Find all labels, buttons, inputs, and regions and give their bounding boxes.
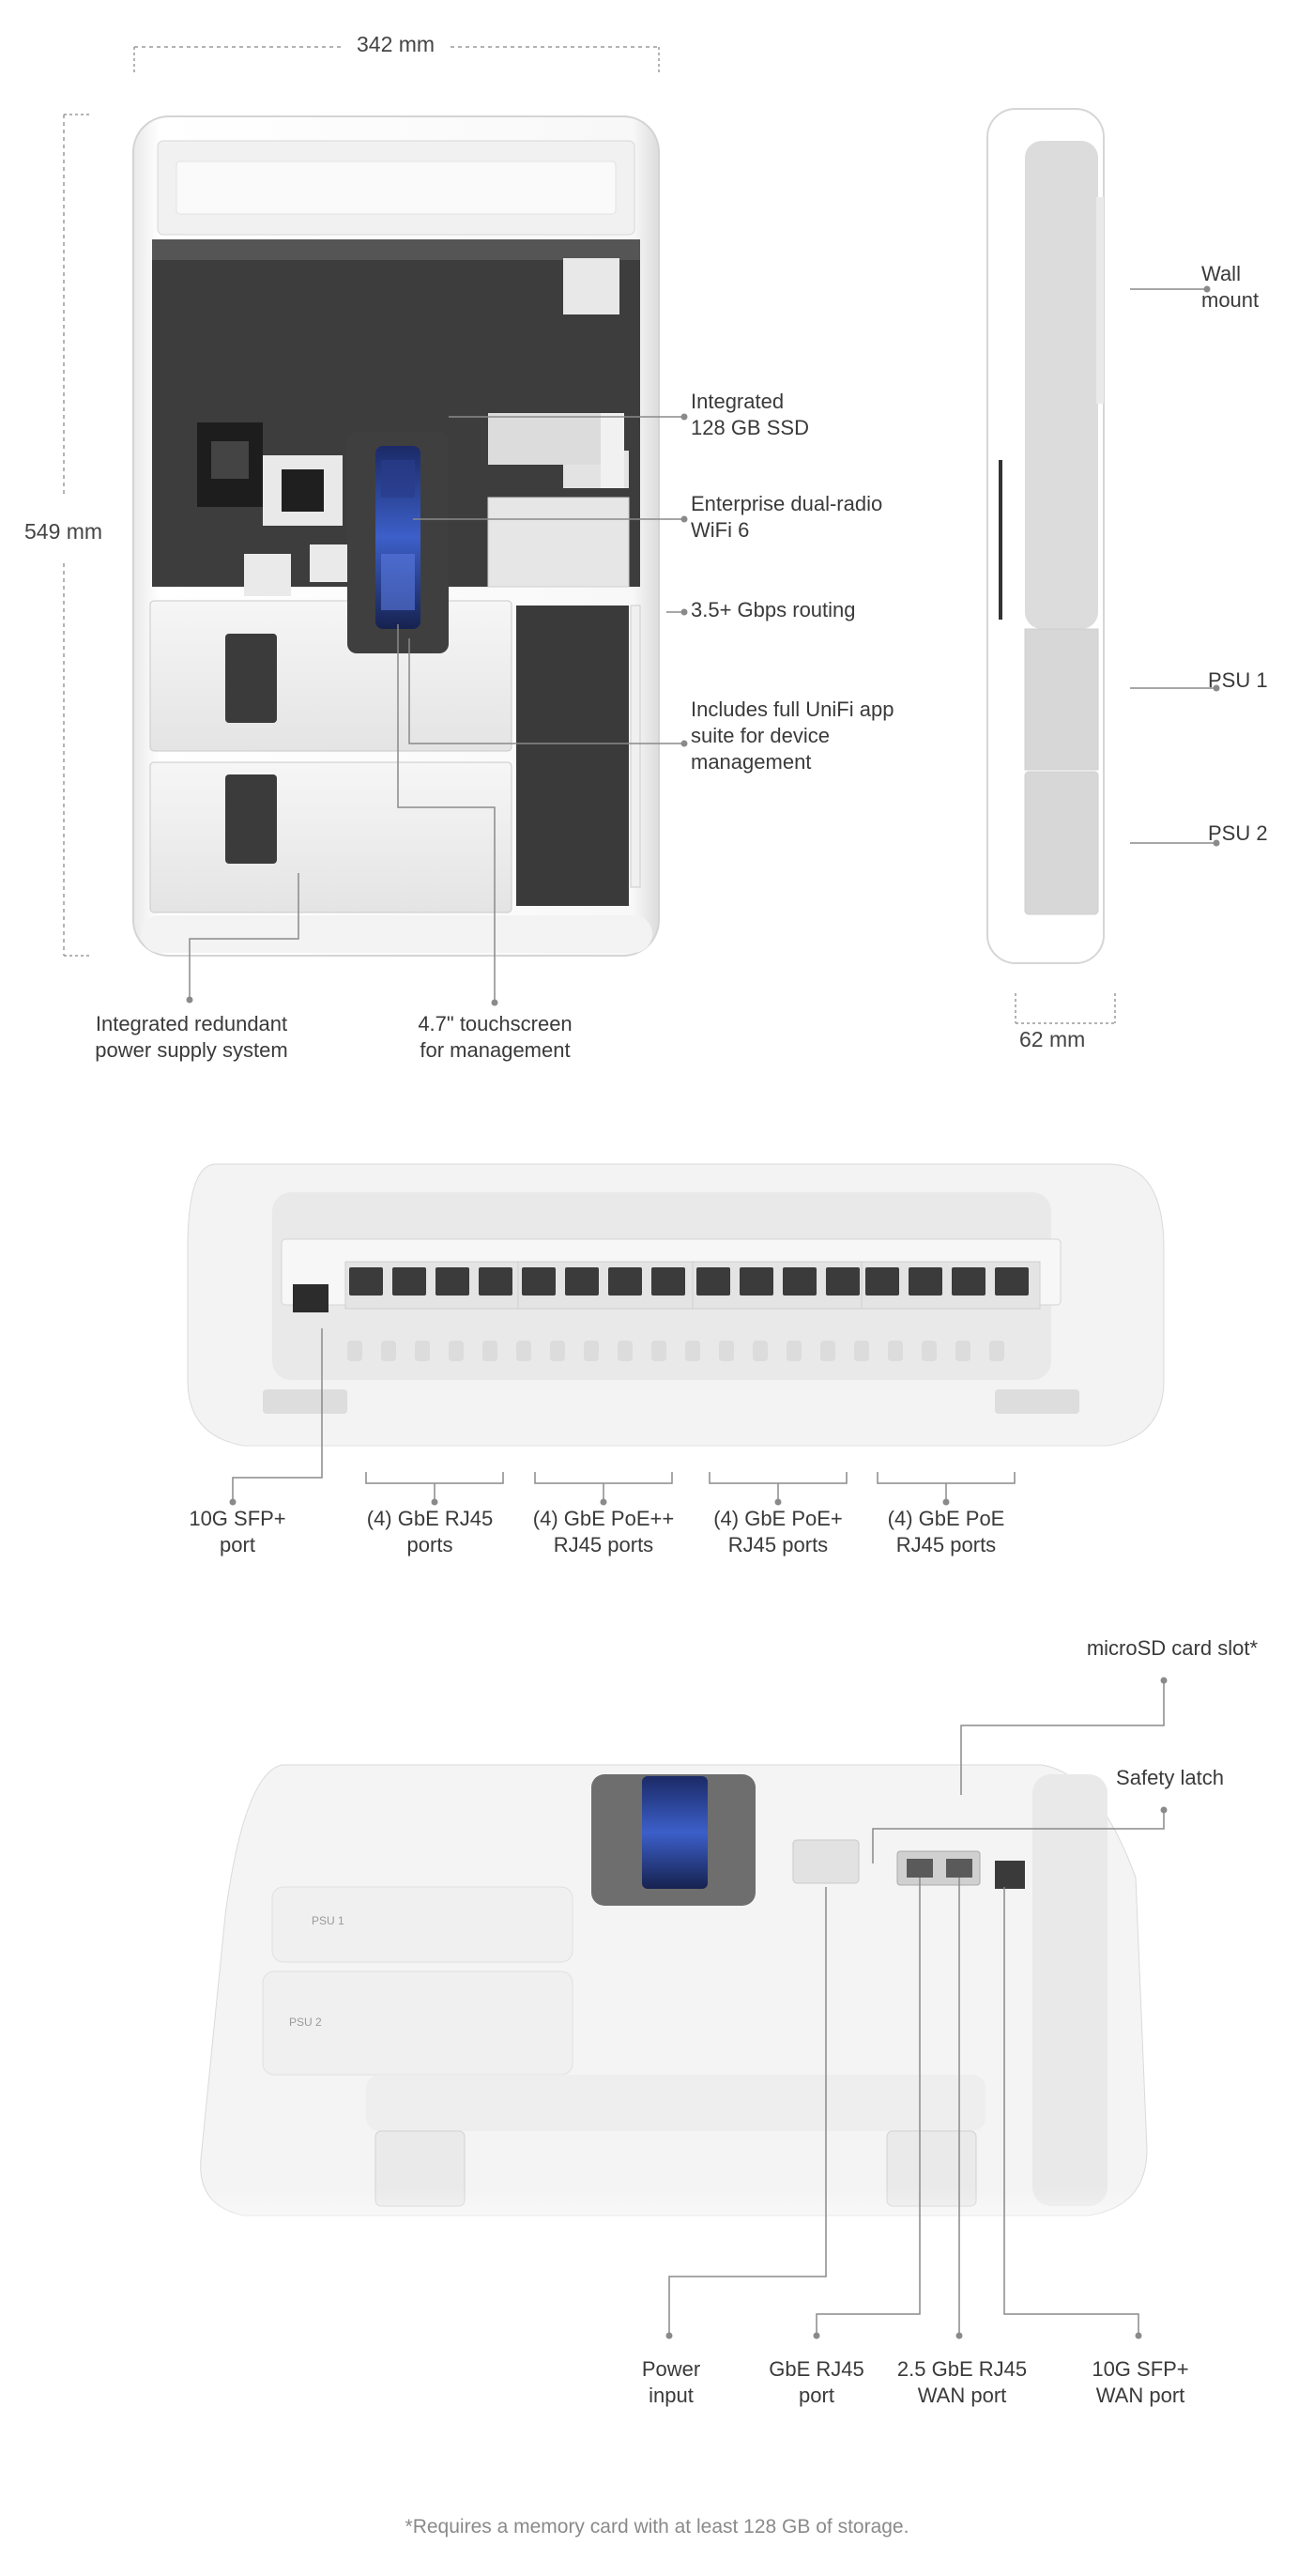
gbe-ports-label: (4) GbE RJ45 ports [366, 1507, 494, 1556]
rj45-port [696, 1267, 730, 1296]
vent-slot [618, 1341, 633, 1361]
rj45-port [349, 1267, 383, 1296]
rj45-port [565, 1267, 599, 1296]
psu1-mark: PSU 1 [312, 1914, 344, 1927]
rj45-port [392, 1267, 426, 1296]
psu2-label: PSU 2 [1208, 821, 1268, 845]
safety-latch-label: Safety latch [1116, 1766, 1224, 1789]
routing-label: 3.5+ Gbps routing [691, 598, 856, 621]
rj45-port [522, 1267, 556, 1296]
depth-dimension: 62 mm [1012, 1027, 1093, 1052]
vent-slot [381, 1341, 396, 1361]
vent-slot [753, 1341, 768, 1361]
vent-slot [516, 1341, 531, 1361]
rj45-port [651, 1267, 685, 1296]
bottom-view: PSU 1 PSU 2 [200, 1677, 1168, 2339]
rj45-port [952, 1267, 986, 1296]
vent-slot [888, 1341, 903, 1361]
vent-slot [989, 1341, 1004, 1361]
rj45-port [608, 1267, 642, 1296]
vent-slot [550, 1341, 565, 1361]
footnote: *Requires a memory card with at least 12… [405, 2516, 909, 2538]
rj45-port-row [344, 1261, 1041, 1310]
vent-slot [719, 1341, 734, 1361]
psu1-label: PSU 1 [1208, 668, 1268, 692]
height-dimension: 549 mm [17, 519, 111, 544]
rj45-port [435, 1267, 469, 1296]
sfp-wan-port-label: 10G SFP+ WAN port [1092, 2357, 1189, 2407]
rj45-port [479, 1267, 512, 1296]
power-input-label: Power input [641, 2357, 701, 2407]
vent-slot [955, 1341, 970, 1361]
vent-slot [651, 1341, 666, 1361]
vent-slot [449, 1341, 464, 1361]
vent-slot [922, 1341, 937, 1361]
poe-ports-label: (4) GbE PoE RJ45 ports [887, 1507, 1005, 1556]
vent-slot [584, 1341, 599, 1361]
touchscreen-label: 4.7" touchscreen for management [418, 1012, 573, 1062]
poep-ports-label: (4) GbE PoE+ RJ45 ports [713, 1507, 843, 1556]
wan25-port-label: 2.5 GbE RJ45 WAN port [896, 2357, 1028, 2407]
vent-slot [347, 1341, 362, 1361]
width-dimension: 342 mm [349, 32, 443, 57]
vent-slot [482, 1341, 497, 1361]
psu2-mark: PSU 2 [289, 2016, 322, 2029]
rj45-port [740, 1267, 773, 1296]
rj45-port [865, 1267, 899, 1296]
vent-slot [685, 1341, 700, 1361]
microsd-label: microSD card slot* [1086, 1636, 1258, 1660]
vent-slot [415, 1341, 430, 1361]
psu-system-label: Integrated redundant power supply system [95, 1012, 288, 1062]
side-view [986, 108, 1220, 1024]
vent-slot [854, 1341, 869, 1361]
ssd-label: Integrated 128 GB SSD [691, 390, 809, 439]
wifi-label: Enterprise dual-radio WiFi 6 [691, 492, 883, 542]
wall-mount-label: Wall mount [1201, 262, 1260, 312]
rj45-port [909, 1267, 942, 1296]
vent-slot [820, 1341, 835, 1361]
ports-view [187, 1163, 1165, 1506]
gbe-port-label: GbE RJ45 port [769, 2357, 864, 2407]
rj45-port [783, 1267, 817, 1296]
sfp-port-label: 10G SFP+ port [189, 1507, 286, 1556]
vent-row [347, 1341, 1004, 1361]
app-suite-label: Includes full UniFi app suite for device… [691, 698, 894, 774]
vent-slot [787, 1341, 802, 1361]
rj45-port [995, 1267, 1029, 1296]
front-view [63, 46, 688, 1006]
rj45-port [826, 1267, 860, 1296]
poepp-ports-label: (4) GbE PoE++ RJ45 ports [532, 1507, 675, 1556]
